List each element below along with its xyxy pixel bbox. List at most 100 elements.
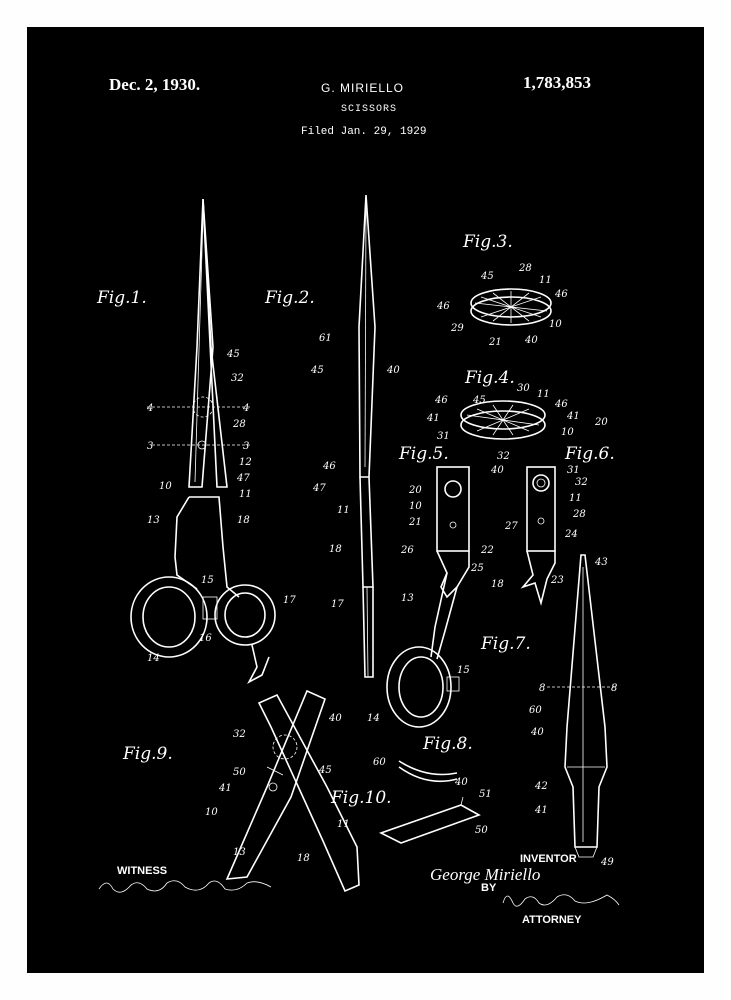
fig5-blade-handle — [386, 466, 470, 728]
ref-label: 3 — [243, 441, 249, 452]
ref-label: 14 — [147, 653, 160, 664]
ref-label: 32 — [497, 451, 510, 462]
fig2-blade — [358, 194, 376, 678]
ref-label: 32 — [575, 477, 588, 488]
ref-label: 41 — [218, 783, 232, 794]
patent-title: SCISSORS — [341, 104, 398, 115]
ref-label: 60 — [373, 757, 386, 768]
ref-label: 8 — [611, 683, 617, 694]
fig8-label: Fig.8. — [422, 734, 473, 754]
ref-label: 43 — [594, 557, 608, 568]
fig9-crossed-blades — [225, 689, 360, 893]
ref-label: 45 — [310, 365, 324, 376]
ref-label: 50 — [475, 825, 488, 836]
ref-label: 46 — [436, 301, 450, 312]
ref-label: 31 — [567, 465, 580, 476]
ref-label: 31 — [437, 431, 450, 442]
ref-label: 13 — [401, 593, 414, 604]
ref-label: 40 — [490, 465, 504, 476]
ref-label: 46 — [554, 399, 568, 410]
ref-label: 11 — [539, 275, 552, 286]
fig8-arc — [398, 760, 458, 783]
ref-label: 32 — [231, 373, 244, 384]
patent-number: 1,783,853 — [523, 73, 591, 92]
by-label: BY — [481, 882, 497, 894]
ref-label: 28 — [572, 509, 586, 520]
ref-label: 26 — [400, 545, 414, 556]
ref-label: 10 — [159, 481, 172, 492]
witness-signature — [98, 880, 272, 893]
ref-label: 18 — [237, 515, 250, 526]
ref-label: 10 — [549, 319, 562, 330]
ref-label: 13 — [233, 847, 246, 858]
fig2-label: Fig.2. — [264, 288, 315, 308]
ref-label: 50 — [233, 767, 246, 778]
ref-label: 28 — [232, 419, 246, 430]
ref-label: 51 — [479, 789, 492, 800]
fig1-label: Fig.1. — [96, 288, 147, 308]
ref-label: 13 — [147, 515, 160, 526]
fig3-pivot-disc — [470, 288, 552, 326]
ref-label: 17 — [283, 595, 296, 606]
ref-label: 8 — [539, 683, 545, 694]
ref-label: 11 — [337, 505, 350, 516]
ref-label: 32 — [233, 729, 246, 740]
ref-label: 45 — [226, 349, 240, 360]
ref-label: 61 — [319, 333, 332, 344]
witness-label: WITNESS — [117, 865, 168, 877]
ref-label: 47 — [236, 473, 250, 484]
fig10-plate — [378, 796, 481, 844]
attorney-label: ATTORNEY — [522, 914, 582, 926]
ref-label: 16 — [199, 633, 212, 644]
ref-label: 45 — [480, 271, 494, 282]
ref-label: 10 — [409, 501, 422, 512]
ref-label: 10 — [205, 807, 218, 818]
fig9-label: Fig.9. — [122, 744, 173, 764]
ref-label: 40 — [524, 335, 538, 346]
ref-label: 41 — [534, 805, 548, 816]
ref-label: 45 — [318, 765, 332, 776]
ref-label: 22 — [480, 545, 494, 556]
filed-date: Filed Jan. 29, 1929 — [301, 126, 427, 138]
fig5-label: Fig.5. — [398, 444, 449, 464]
ref-label: 21 — [488, 337, 502, 348]
inventor-name: G. MIRIELLO — [321, 81, 405, 95]
ref-label: 46 — [554, 289, 568, 300]
ref-label: 17 — [331, 599, 344, 610]
ref-label: 20 — [594, 417, 608, 428]
fig1-scissors — [130, 198, 276, 684]
patent-drawing: Fig.1. 45 32 4 4 28 3 3 12 47 10 11 13 1… — [96, 194, 620, 907]
inventor-signature: George Miriello — [430, 865, 541, 884]
ref-label: 18 — [297, 853, 310, 864]
fig7-label: Fig.7. — [480, 634, 531, 654]
ref-label: 28 — [518, 263, 532, 274]
ref-label: 60 — [529, 705, 542, 716]
ref-label: 14 — [367, 713, 380, 724]
ref-label: 10 — [561, 427, 574, 438]
ref-label: 41 — [426, 413, 440, 424]
fig6-blade-section — [520, 466, 556, 607]
fig7-long-blade — [547, 554, 617, 858]
fig4-pivot-section — [460, 400, 546, 440]
ref-label: 20 — [408, 485, 422, 496]
ref-label: 11 — [239, 489, 252, 500]
ref-label: 23 — [550, 575, 564, 586]
ref-label: 24 — [564, 529, 578, 540]
ref-label: 3 — [147, 441, 153, 452]
ref-label: 45 — [472, 395, 486, 406]
ref-label: 29 — [450, 323, 464, 334]
ref-label: 11 — [569, 493, 582, 504]
ref-label: 21 — [408, 517, 422, 528]
ref-label: 25 — [470, 563, 484, 574]
ref-label: 42 — [534, 781, 548, 792]
ref-label: 11 — [337, 819, 350, 830]
fig6-label: Fig.6. — [564, 444, 615, 464]
ref-label: 12 — [239, 457, 252, 468]
ref-label: 15 — [201, 575, 214, 586]
ref-label: 41 — [566, 411, 580, 422]
ref-label: 30 — [517, 383, 530, 394]
fig10-label: Fig.10. — [330, 788, 392, 808]
fig4-label: Fig.4. — [464, 368, 515, 388]
ref-label: 18 — [329, 544, 342, 555]
